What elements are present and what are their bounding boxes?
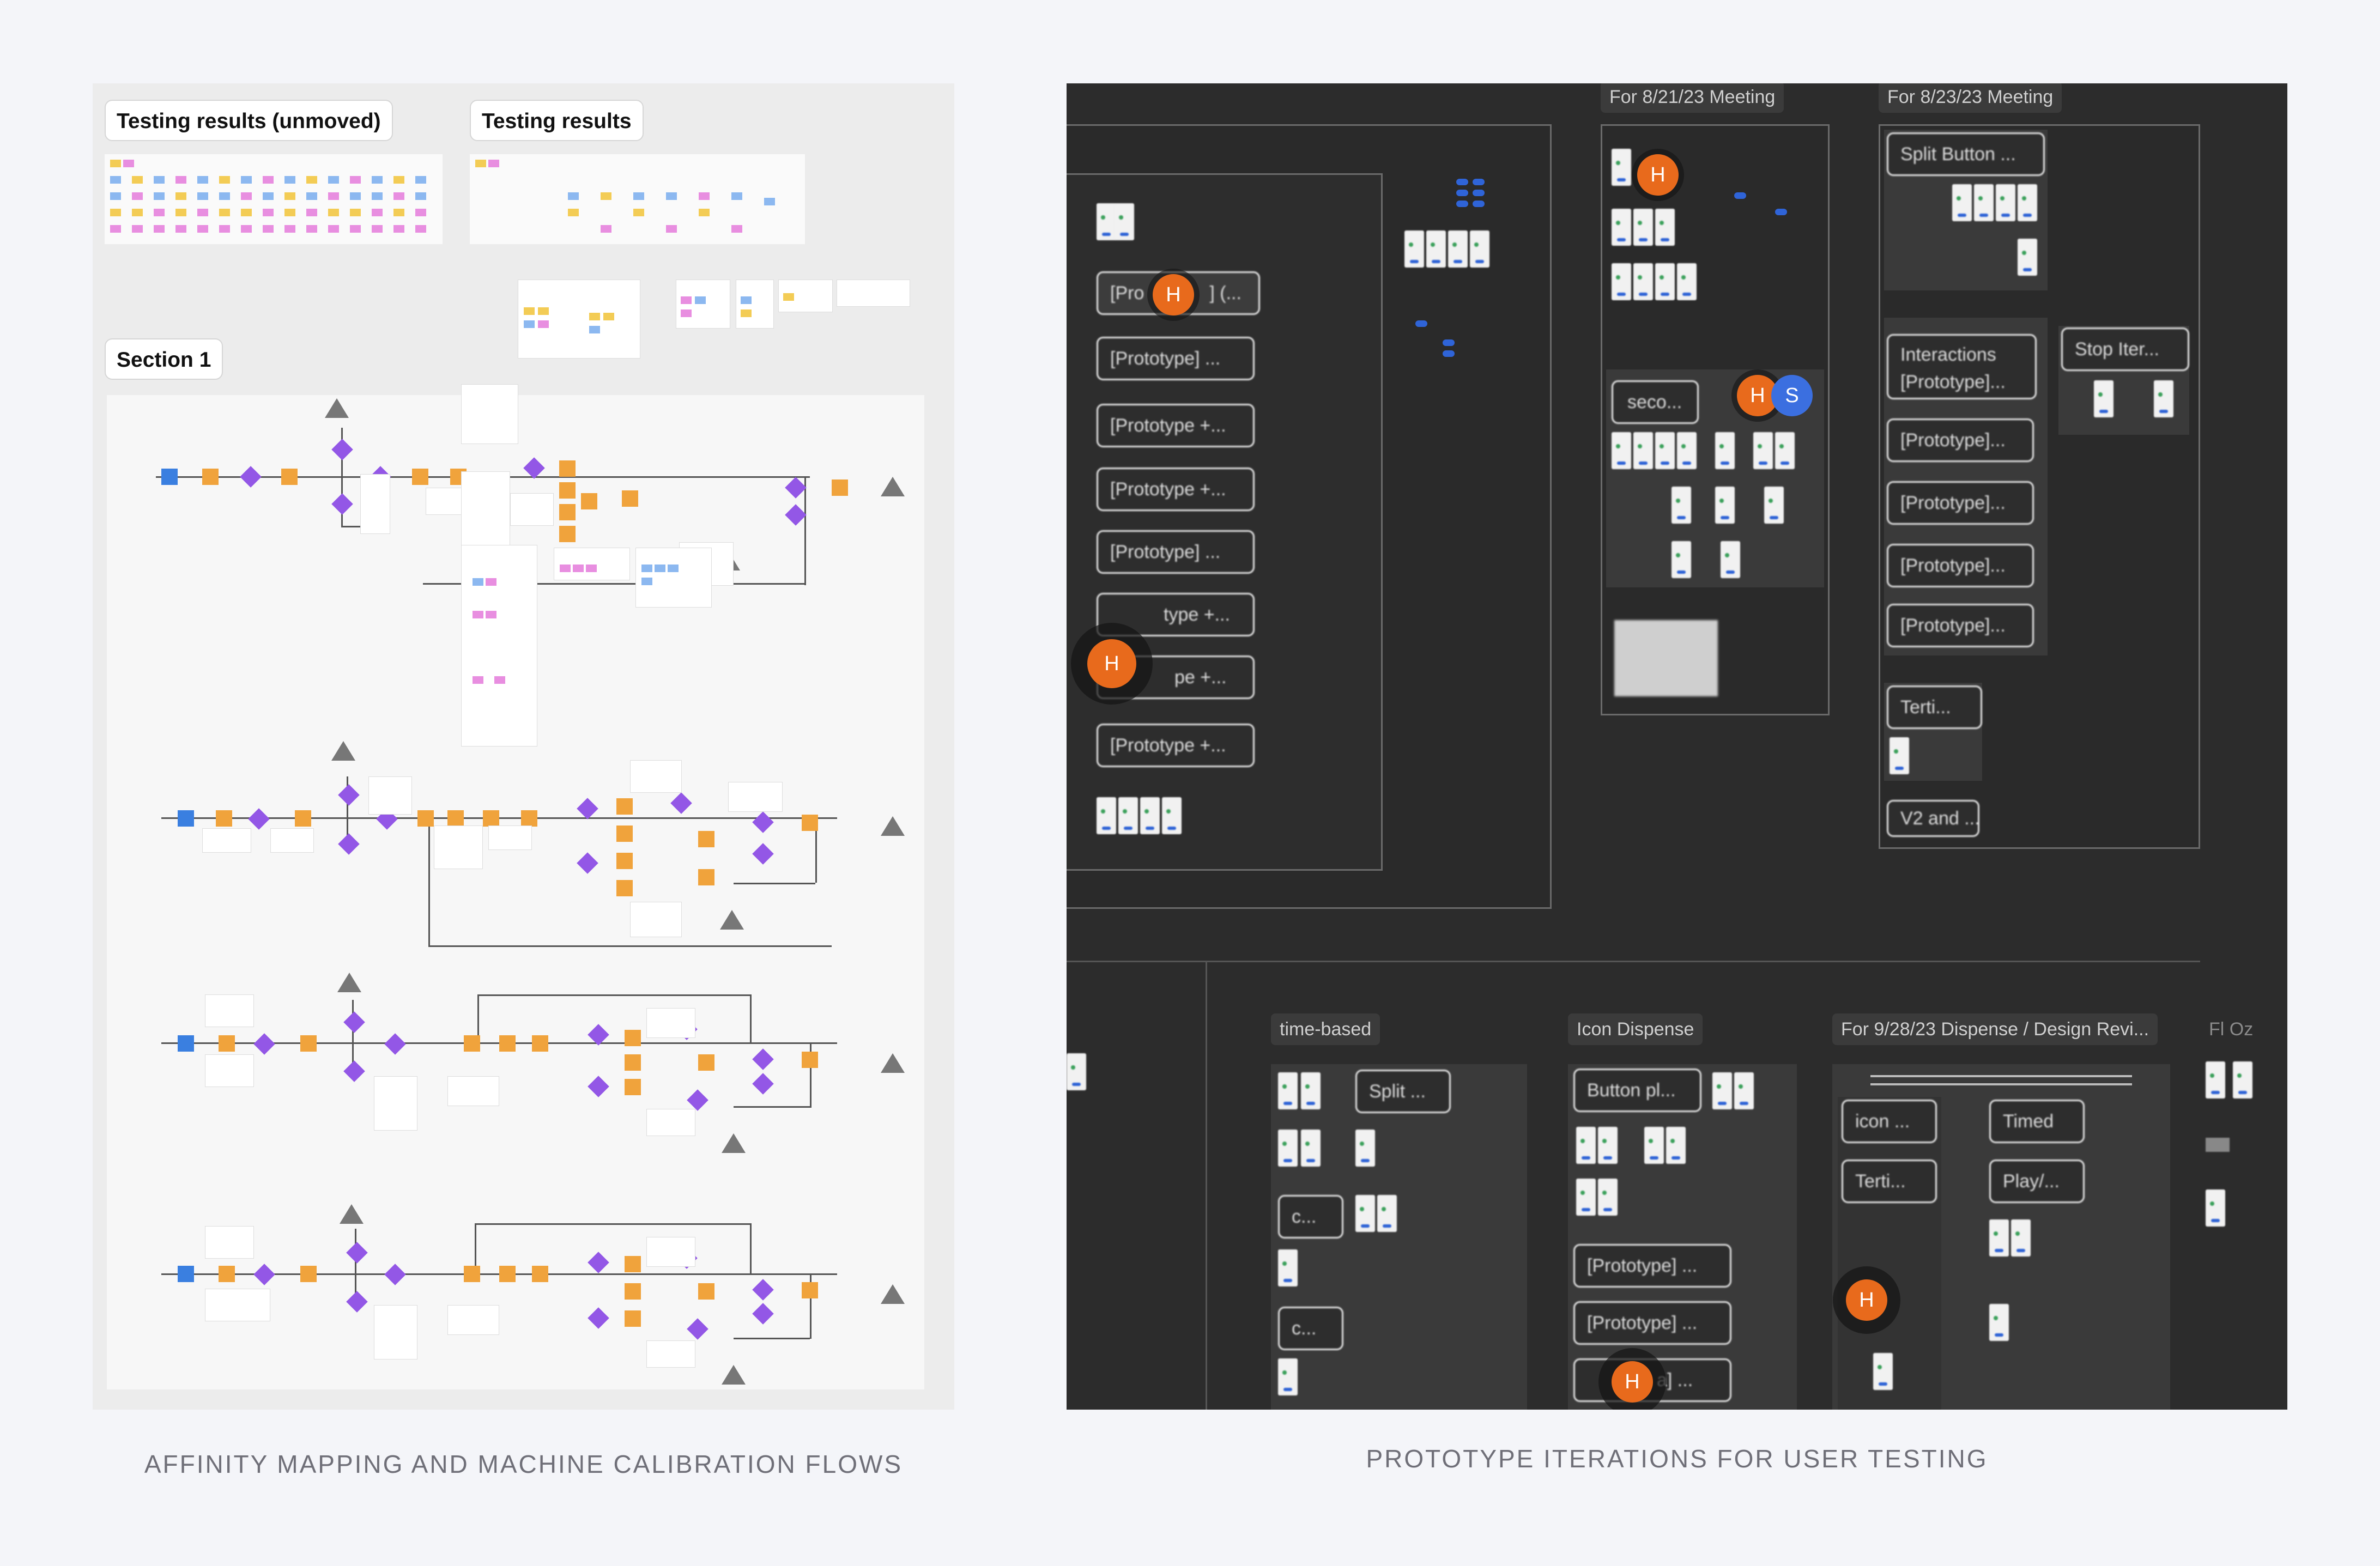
section-label-dispense-review[interactable]: For 9/28/23 Dispense / Design Revi... xyxy=(1832,1013,2158,1045)
prototype-card[interactable]: [Prototype] ... xyxy=(1573,1301,1731,1345)
frame-label-section-1[interactable]: Section 1 xyxy=(105,338,223,380)
collaborator-avatar[interactable]: H xyxy=(1153,274,1194,315)
testing-results-board xyxy=(470,154,805,244)
prototype-card[interactable]: c... xyxy=(1278,1195,1343,1239)
prototype-card[interactable]: type +... xyxy=(1097,593,1255,636)
prototype-card[interactable]: Terti... xyxy=(1842,1160,1937,1203)
section-label-fl-oz[interactable]: Fl Oz xyxy=(2209,1019,2254,1040)
frame-label-testing-unmoved[interactable]: Testing results (unmoved) xyxy=(105,100,393,141)
prototype-card[interactable]: Split Button ... xyxy=(1887,132,2045,176)
collaborator-avatar[interactable]: H xyxy=(1612,1361,1653,1403)
collaborator-avatar[interactable]: H xyxy=(1846,1279,1887,1321)
prototype-card[interactable]: Stop Iter... xyxy=(2061,327,2189,371)
section-label-meeting-823[interactable]: For 8/23/23 Meeting xyxy=(1879,83,2062,113)
prototype-card[interactable]: seco... xyxy=(1612,380,1699,424)
frame-label-testing-results[interactable]: Testing results xyxy=(470,100,644,141)
cluster-card xyxy=(837,280,910,307)
section-label-time-based[interactable]: time-based xyxy=(1271,1013,1380,1045)
testing-unmoved-board xyxy=(105,154,443,244)
prototype-card[interactable]: V2 and ... xyxy=(1887,800,1979,837)
caption-affinity-mapping: AFFINITY MAPPING AND MACHINE CALIBRATION… xyxy=(144,1450,903,1478)
divider xyxy=(1067,961,2200,962)
prototype-card[interactable]: icon ... xyxy=(1842,1100,1937,1143)
cluster-card xyxy=(736,280,774,329)
prototype-card[interactable]: Terti... xyxy=(1887,685,1982,729)
affinity-map-canvas[interactable]: Testing results (unmoved) Testing result… xyxy=(93,83,954,1410)
collaborator-avatar[interactable]: H xyxy=(1637,154,1679,196)
prototype-card[interactable]: Play/... xyxy=(1989,1160,2085,1203)
cluster-card xyxy=(778,280,833,312)
prototype-card[interactable]: [Prototype +... xyxy=(1097,724,1255,767)
prototype-card[interactable]: c... xyxy=(1278,1307,1343,1350)
icon-dispense-group xyxy=(1568,1064,1797,1410)
collaborator-avatar[interactable]: S xyxy=(1771,375,1813,416)
whiteboard-photo xyxy=(1614,620,1718,696)
prototype-card[interactable]: Interactions[Prototype]... xyxy=(1887,334,2037,399)
collaborator-avatar[interactable]: H xyxy=(1087,639,1136,688)
cluster-card xyxy=(676,280,730,329)
section-label-icon-dispense[interactable]: Icon Dispense xyxy=(1568,1013,1703,1045)
prototype-card[interactable]: Split ... xyxy=(1355,1070,1451,1113)
prototype-card[interactable]: [Prototype +... xyxy=(1097,404,1255,447)
prototype-card[interactable]: Button pl... xyxy=(1573,1069,1701,1112)
prototype-card[interactable]: [Prototype]... xyxy=(1887,481,2034,525)
prototype-card[interactable]: [Prototype] ... xyxy=(1573,1244,1731,1288)
caption-prototype-iterations: PROTOTYPE ITERATIONS FOR USER TESTING xyxy=(1366,1444,1988,1473)
prototype-card[interactable]: [Prototype]... xyxy=(1887,544,2034,587)
prototype-card[interactable]: [Prototype] ... xyxy=(1097,337,1255,380)
prototype-card[interactable]: [Prototype]... xyxy=(1887,604,2034,647)
section-label-meeting-821[interactable]: For 8/21/23 Meeting xyxy=(1601,83,1784,113)
prototype-card[interactable]: [Prototype] ... xyxy=(1097,530,1255,574)
prototype-card[interactable]: [Prototype]... xyxy=(1887,418,2034,462)
divider xyxy=(1206,961,1207,1410)
section-1-board xyxy=(107,384,924,1389)
prototype-card[interactable]: [Prototype +... xyxy=(1097,468,1255,511)
prototype-iterations-canvas[interactable]: [Pro] (... H [Prototype] ... [Prototype … xyxy=(1067,83,2287,1410)
prototype-card[interactable]: Timed xyxy=(1989,1100,2085,1143)
cluster-card xyxy=(518,280,640,359)
